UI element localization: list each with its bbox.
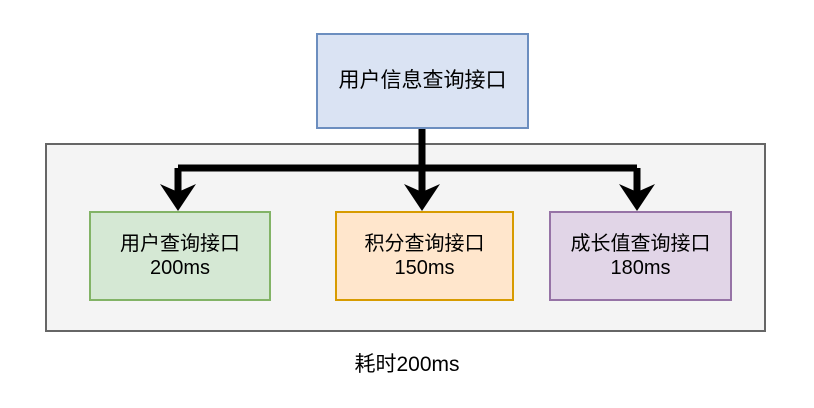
node-points-query[interactable]: 积分查询接口 150ms	[335, 211, 514, 301]
node-user-query[interactable]: 用户查询接口 200ms	[89, 211, 271, 301]
diagram-caption: 耗时200ms	[354, 353, 460, 376]
node-root[interactable]: 用户信息查询接口	[316, 33, 529, 129]
node-user-query-label: 用户查询接口	[120, 232, 240, 255]
node-points-query-label: 积分查询接口	[364, 232, 485, 255]
node-growth-query-label: 成长值查询接口	[570, 232, 711, 255]
node-growth-query-latency: 180ms	[610, 257, 671, 279]
node-user-query-latency: 200ms	[149, 257, 211, 279]
node-points-query-latency: 150ms	[394, 257, 455, 279]
node-growth-query[interactable]: 成长值查询接口 180ms	[549, 211, 732, 301]
node-root-label: 用户信息查询接口	[338, 69, 507, 93]
